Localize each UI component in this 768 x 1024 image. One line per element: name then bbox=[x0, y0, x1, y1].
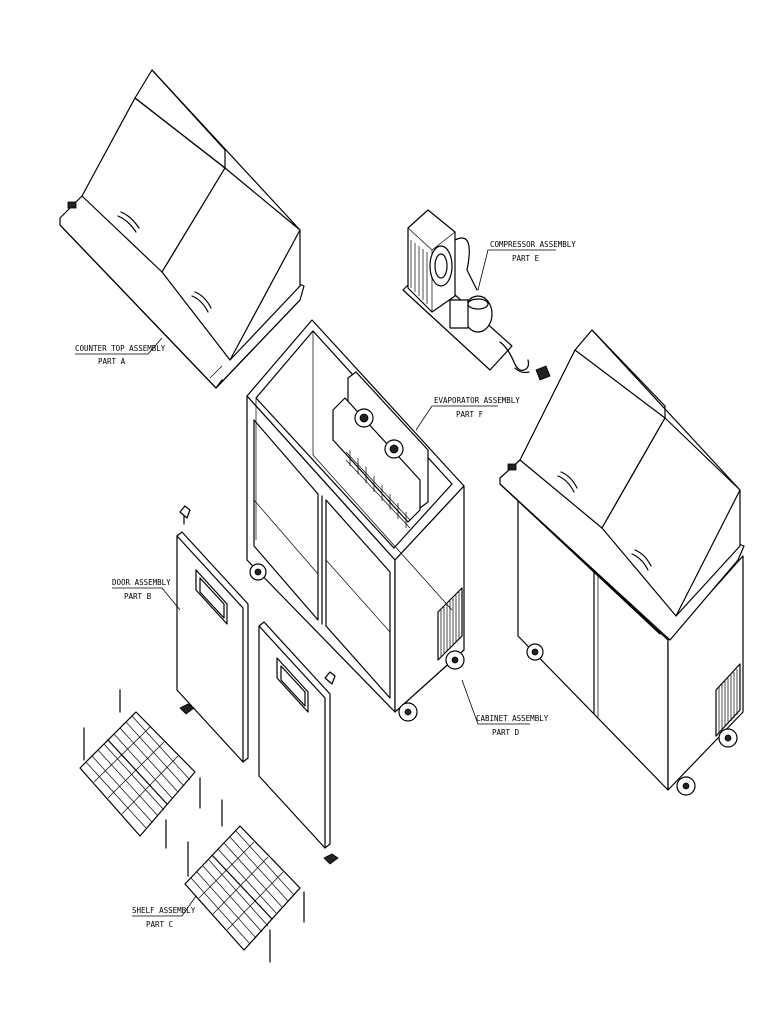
cabinet-casters bbox=[249, 563, 465, 722]
svg-text:PART A: PART A bbox=[98, 357, 126, 366]
evaporator-coil-fins bbox=[345, 450, 411, 529]
svg-text:PART E: PART E bbox=[512, 254, 540, 263]
leader-lines bbox=[75, 249, 556, 917]
door-assembly bbox=[176, 505, 339, 865]
label-shelf: SHELF ASSEMBLY PART C bbox=[132, 906, 196, 929]
unit-louver-grille bbox=[715, 663, 741, 737]
label-door: DOOR ASSEMBLY PART B bbox=[112, 578, 171, 601]
svg-text:COUNTER TOP ASSEMBLY: COUNTER TOP ASSEMBLY bbox=[75, 344, 166, 353]
cabinet-louver-grille bbox=[437, 587, 463, 661]
label-counter-top: COUNTER TOP ASSEMBLY PART A bbox=[75, 344, 166, 366]
assembled-unit bbox=[499, 329, 745, 796]
unit-casters bbox=[526, 643, 738, 796]
svg-text:PART C: PART C bbox=[146, 920, 173, 929]
svg-text:PART B: PART B bbox=[124, 592, 152, 601]
shelf-lower bbox=[184, 799, 305, 963]
svg-text:COMPRESSOR ASSEMBLY: COMPRESSOR ASSEMBLY bbox=[490, 240, 576, 249]
shelf-assembly bbox=[79, 689, 305, 963]
counter-top-assembly bbox=[59, 69, 305, 389]
door-right bbox=[258, 621, 339, 865]
svg-text:EVAPORATOR ASSEMBLY: EVAPORATOR ASSEMBLY bbox=[434, 396, 520, 405]
svg-text:SHELF ASSEMBLY: SHELF ASSEMBLY bbox=[132, 906, 196, 915]
shelf-upper bbox=[79, 689, 201, 849]
label-cabinet: CABINET ASSEMBLY PART D bbox=[476, 714, 549, 737]
compressor-assembly bbox=[402, 209, 551, 381]
label-compressor: COMPRESSOR ASSEMBLY PART E bbox=[490, 240, 576, 263]
evaporator-assembly bbox=[332, 371, 429, 529]
door-left bbox=[176, 505, 249, 763]
svg-text:CABINET ASSEMBLY: CABINET ASSEMBLY bbox=[476, 714, 549, 723]
svg-text:PART D: PART D bbox=[492, 728, 520, 737]
label-evaporator: EVAPORATOR ASSEMBLY PART F bbox=[434, 396, 520, 419]
svg-text:DOOR ASSEMBLY: DOOR ASSEMBLY bbox=[112, 578, 171, 587]
condenser-fins bbox=[410, 240, 428, 304]
svg-text:PART F: PART F bbox=[456, 410, 484, 419]
